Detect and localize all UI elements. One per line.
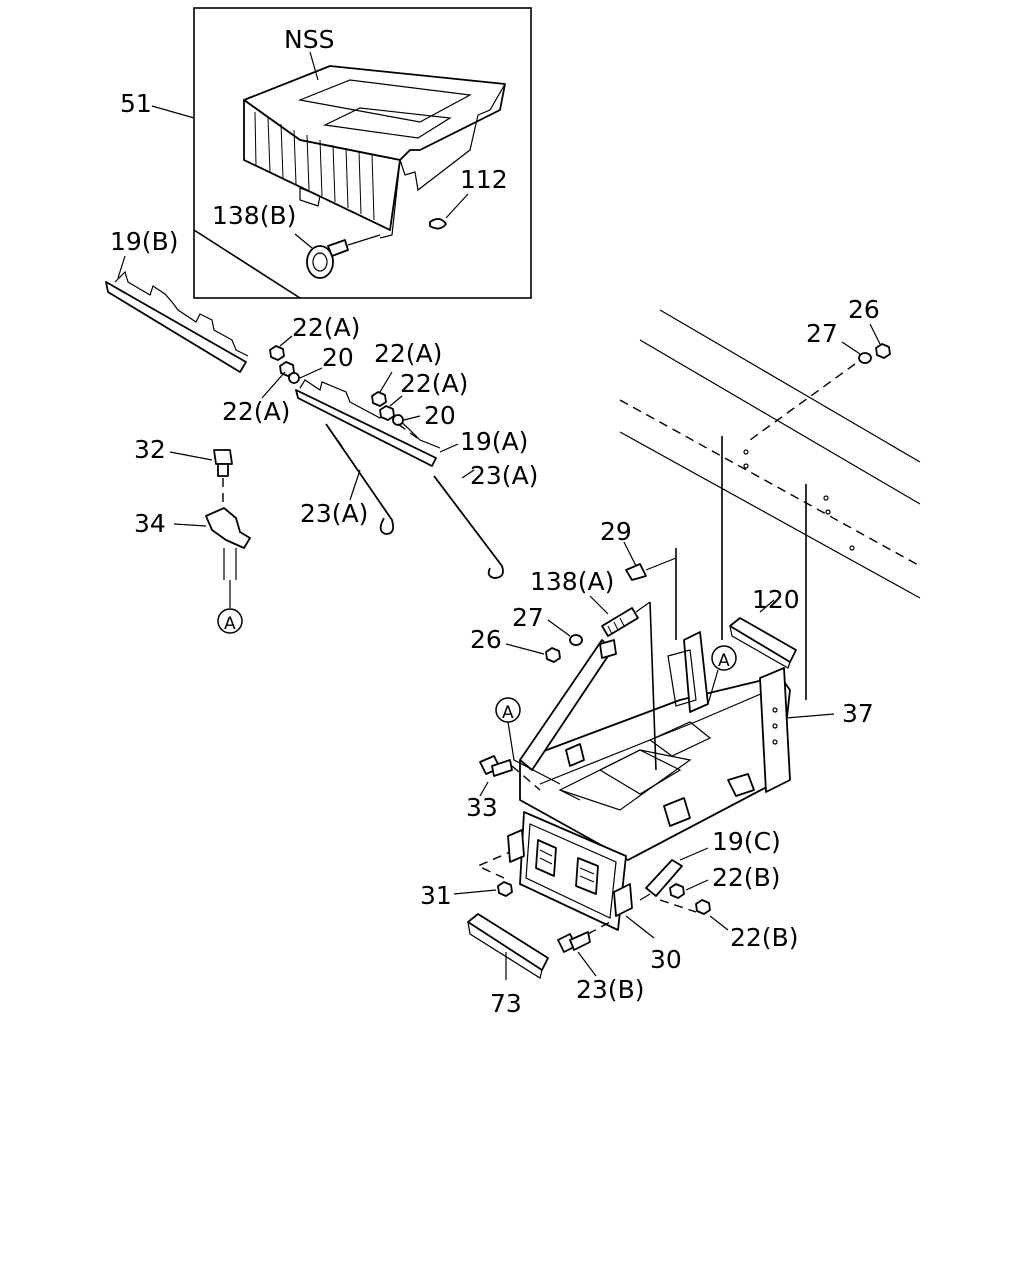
callout-27-top: 27 <box>806 319 838 348</box>
nut-31 <box>453 851 513 897</box>
callout-22a-2: 22(A) <box>222 397 290 426</box>
reference-marker-a-2 <box>711 645 737 671</box>
bolt-29 <box>623 541 677 640</box>
ref-label-a-2: A <box>718 651 730 671</box>
ring-pin-138b <box>294 233 381 279</box>
pad-120 <box>729 599 797 669</box>
callout-29: 29 <box>600 517 632 546</box>
callout-31: 31 <box>420 881 452 910</box>
clamp-34 <box>173 507 251 608</box>
callout-20-2: 20 <box>424 401 456 430</box>
callout-27: 27 <box>512 603 544 632</box>
inset-box-51 <box>193 7 532 299</box>
pad-73 <box>467 913 549 980</box>
nut-26-top <box>869 323 891 359</box>
bracket-19c <box>639 847 709 901</box>
callout-23b: 23(B) <box>576 975 644 1004</box>
stud-138a <box>589 595 657 771</box>
callout-73: 73 <box>490 989 522 1018</box>
hold-bracket-19b <box>105 255 249 373</box>
callout-19c: 19(C) <box>712 827 781 856</box>
callout-labels: 51 NSS 112 138(B) 19(B) 22(A) 20 22(A) 2… <box>110 25 880 1018</box>
plate-30 <box>507 811 655 939</box>
washer-27 <box>547 619 583 646</box>
bolt-33 <box>479 755 541 797</box>
callout-51: 51 <box>120 89 152 118</box>
callout-22a-4: 22(A) <box>400 369 468 398</box>
nuts-22b <box>659 879 729 931</box>
washer-27-top <box>749 341 872 441</box>
callout-19b: 19(B) <box>110 227 178 256</box>
callout-20-1: 20 <box>322 343 354 372</box>
callout-37: 37 <box>842 699 874 728</box>
bolt-23b <box>557 921 611 977</box>
callout-22b-1: 22(B) <box>712 863 780 892</box>
clip-112 <box>429 193 469 230</box>
ref-label-a-3: A <box>502 703 514 723</box>
j-bolt-23a-left <box>325 423 395 535</box>
reference-marker-a-1 <box>217 608 243 634</box>
callout-120: 120 <box>752 585 800 614</box>
bolt-32 <box>169 449 233 508</box>
callout-19a: 19(A) <box>460 427 528 456</box>
ref-label-a-1: A <box>224 614 236 634</box>
callout-32: 32 <box>134 435 166 464</box>
callout-22a-1: 22(A) <box>292 313 360 342</box>
callout-112: 112 <box>460 165 508 194</box>
callout-26-top: 26 <box>848 295 880 324</box>
chassis-frame <box>619 309 921 599</box>
callout-30: 30 <box>650 945 682 974</box>
callout-23a-2: 23(A) <box>300 499 368 528</box>
j-bolt-23a-right <box>433 469 504 579</box>
callout-22b-2: 22(B) <box>730 923 798 952</box>
battery-cover-nss <box>243 65 506 239</box>
callout-22a-3: 22(A) <box>374 339 442 368</box>
callout-33: 33 <box>466 793 498 822</box>
nut-26 <box>505 643 561 663</box>
battery-carrier-37 <box>519 436 835 861</box>
callout-138b: 138(B) <box>212 201 296 230</box>
callout-nss: NSS <box>284 25 334 54</box>
callout-23a-1: 23(A) <box>470 461 538 490</box>
nuts-22a <box>269 345 404 426</box>
callout-lines-22a <box>261 335 421 441</box>
callout-26: 26 <box>470 625 502 654</box>
hold-bracket-19a <box>295 379 459 467</box>
callout-34: 34 <box>134 509 166 538</box>
callout-138a: 138(A) <box>530 567 614 596</box>
